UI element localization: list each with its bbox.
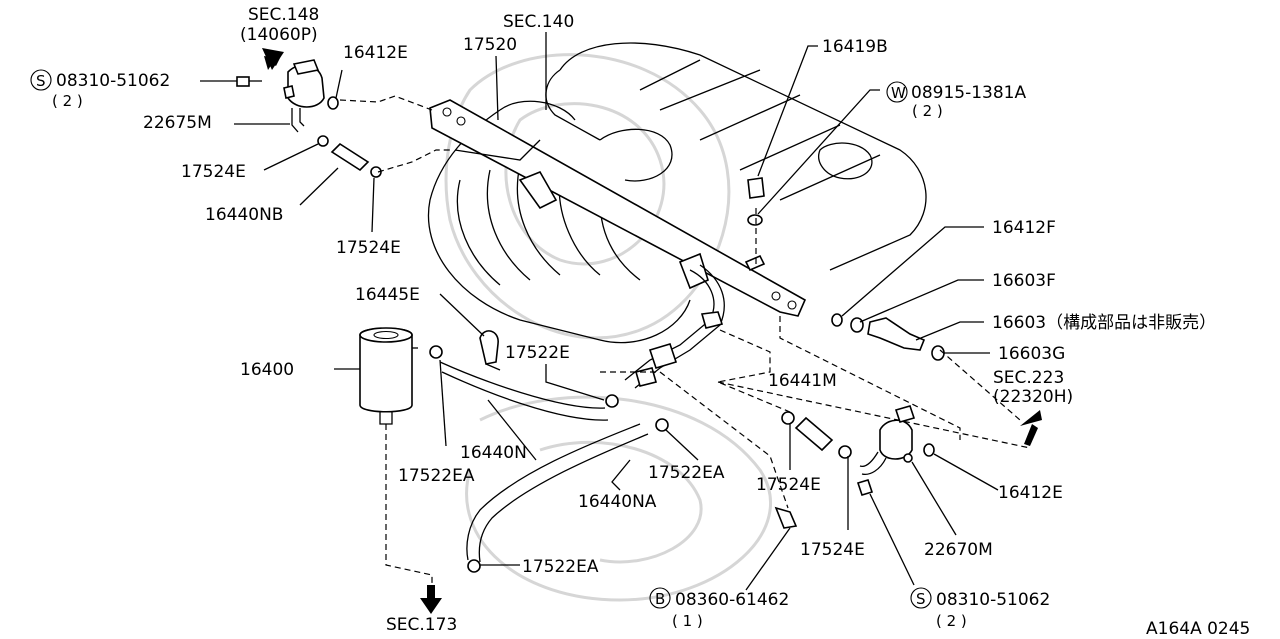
label-17524E-3: 17524E xyxy=(756,475,821,495)
label-17522EA-3: 17522EA xyxy=(522,557,599,577)
label-sec140: SEC.140 xyxy=(503,12,574,32)
label-sec148-ref: (14060P) xyxy=(240,25,318,45)
label-08360-marker: B xyxy=(655,590,665,608)
s-marker-bottom-icon xyxy=(910,587,932,609)
label-16440NA: 16440NA xyxy=(578,492,657,512)
figure-code: A164A 0245 xyxy=(1146,619,1250,639)
label-sec148: SEC.148 xyxy=(248,5,319,25)
s-marker-icon xyxy=(30,69,52,91)
label-08310-bottom: 08310-51062 xyxy=(936,590,1050,610)
hose-16440NA xyxy=(466,418,669,573)
section-labels: SEC.148 (14060P) SEC.140 SEC.223 (22320H… xyxy=(240,5,1073,635)
label-16603: 16603（構成部品は非販売） xyxy=(992,313,1216,333)
label-08360-qty: ( 1 ) xyxy=(672,612,703,630)
bolt-08360 xyxy=(774,506,798,529)
label-16603G: 16603G xyxy=(998,344,1065,364)
label-16412F: 16412F xyxy=(992,218,1056,238)
arrow-sec148 xyxy=(262,48,284,70)
label-17520: 17520 xyxy=(463,35,517,55)
leader-lines xyxy=(200,32,999,591)
bolt-16419B xyxy=(744,177,766,272)
label-17524E-4: 17524E xyxy=(800,540,865,560)
label-17522EA-2: 17522EA xyxy=(648,463,725,483)
pressure-regulator-top xyxy=(236,59,339,133)
label-08915: 08915-1381A xyxy=(911,83,1026,103)
arrow-sec173 xyxy=(420,585,442,614)
b-marker-icon xyxy=(649,587,671,609)
label-17522EA-1: 17522EA xyxy=(398,466,475,486)
part-labels: 17520 16419B W 08915-1381A ( 2 ) S 08310… xyxy=(30,35,1216,630)
label-sec173: SEC.173 xyxy=(386,615,457,635)
label-16445E: 16445E xyxy=(355,285,420,305)
label-16400: 16400 xyxy=(240,360,294,380)
label-22675M: 22675M xyxy=(143,113,212,133)
clamp-16445E xyxy=(479,330,501,371)
pressure-regulator-right xyxy=(856,405,935,496)
label-16412E-top: 16412E xyxy=(343,43,408,63)
label-17522E: 17522E xyxy=(505,343,570,363)
fuel-rail xyxy=(429,99,807,317)
label-08310-top-qty: ( 2 ) xyxy=(52,92,83,110)
label-16412E-right: 16412E xyxy=(998,483,1063,503)
label-17524E-2: 17524E xyxy=(336,238,401,258)
label-08360: 08360-61462 xyxy=(675,590,789,610)
label-16603F: 16603F xyxy=(992,271,1056,291)
label-17524E-1: 17524E xyxy=(181,162,246,182)
fuel-injector xyxy=(831,313,945,361)
hose-16440N xyxy=(429,345,619,421)
arrow-sec223 xyxy=(1020,410,1042,446)
hose-16441M xyxy=(781,411,852,459)
connection-lines xyxy=(339,95,1031,585)
label-08310-top: 08310-51062 xyxy=(56,71,170,91)
label-22670M: 22670M xyxy=(924,540,993,560)
label-08915-qty: ( 2 ) xyxy=(912,102,943,120)
label-sec223-ref: (22320H) xyxy=(993,387,1073,407)
label-08915-marker: W xyxy=(891,84,906,102)
label-16441M: 16441M xyxy=(768,371,837,391)
fuel-pipe xyxy=(624,264,725,389)
label-16440N: 16440N xyxy=(460,443,527,463)
w-marker-icon xyxy=(886,81,908,103)
label-16419B: 16419B xyxy=(822,37,888,57)
fuel-filter xyxy=(359,327,418,425)
label-08310-top-marker: S xyxy=(36,72,46,90)
label-08310-bottom-marker: S xyxy=(916,590,926,608)
label-sec223: SEC.223 xyxy=(993,368,1064,388)
label-08310-bottom-qty: ( 2 ) xyxy=(936,612,967,630)
hose-16440NB xyxy=(317,135,382,178)
label-16440NB: 16440NB xyxy=(205,205,283,225)
